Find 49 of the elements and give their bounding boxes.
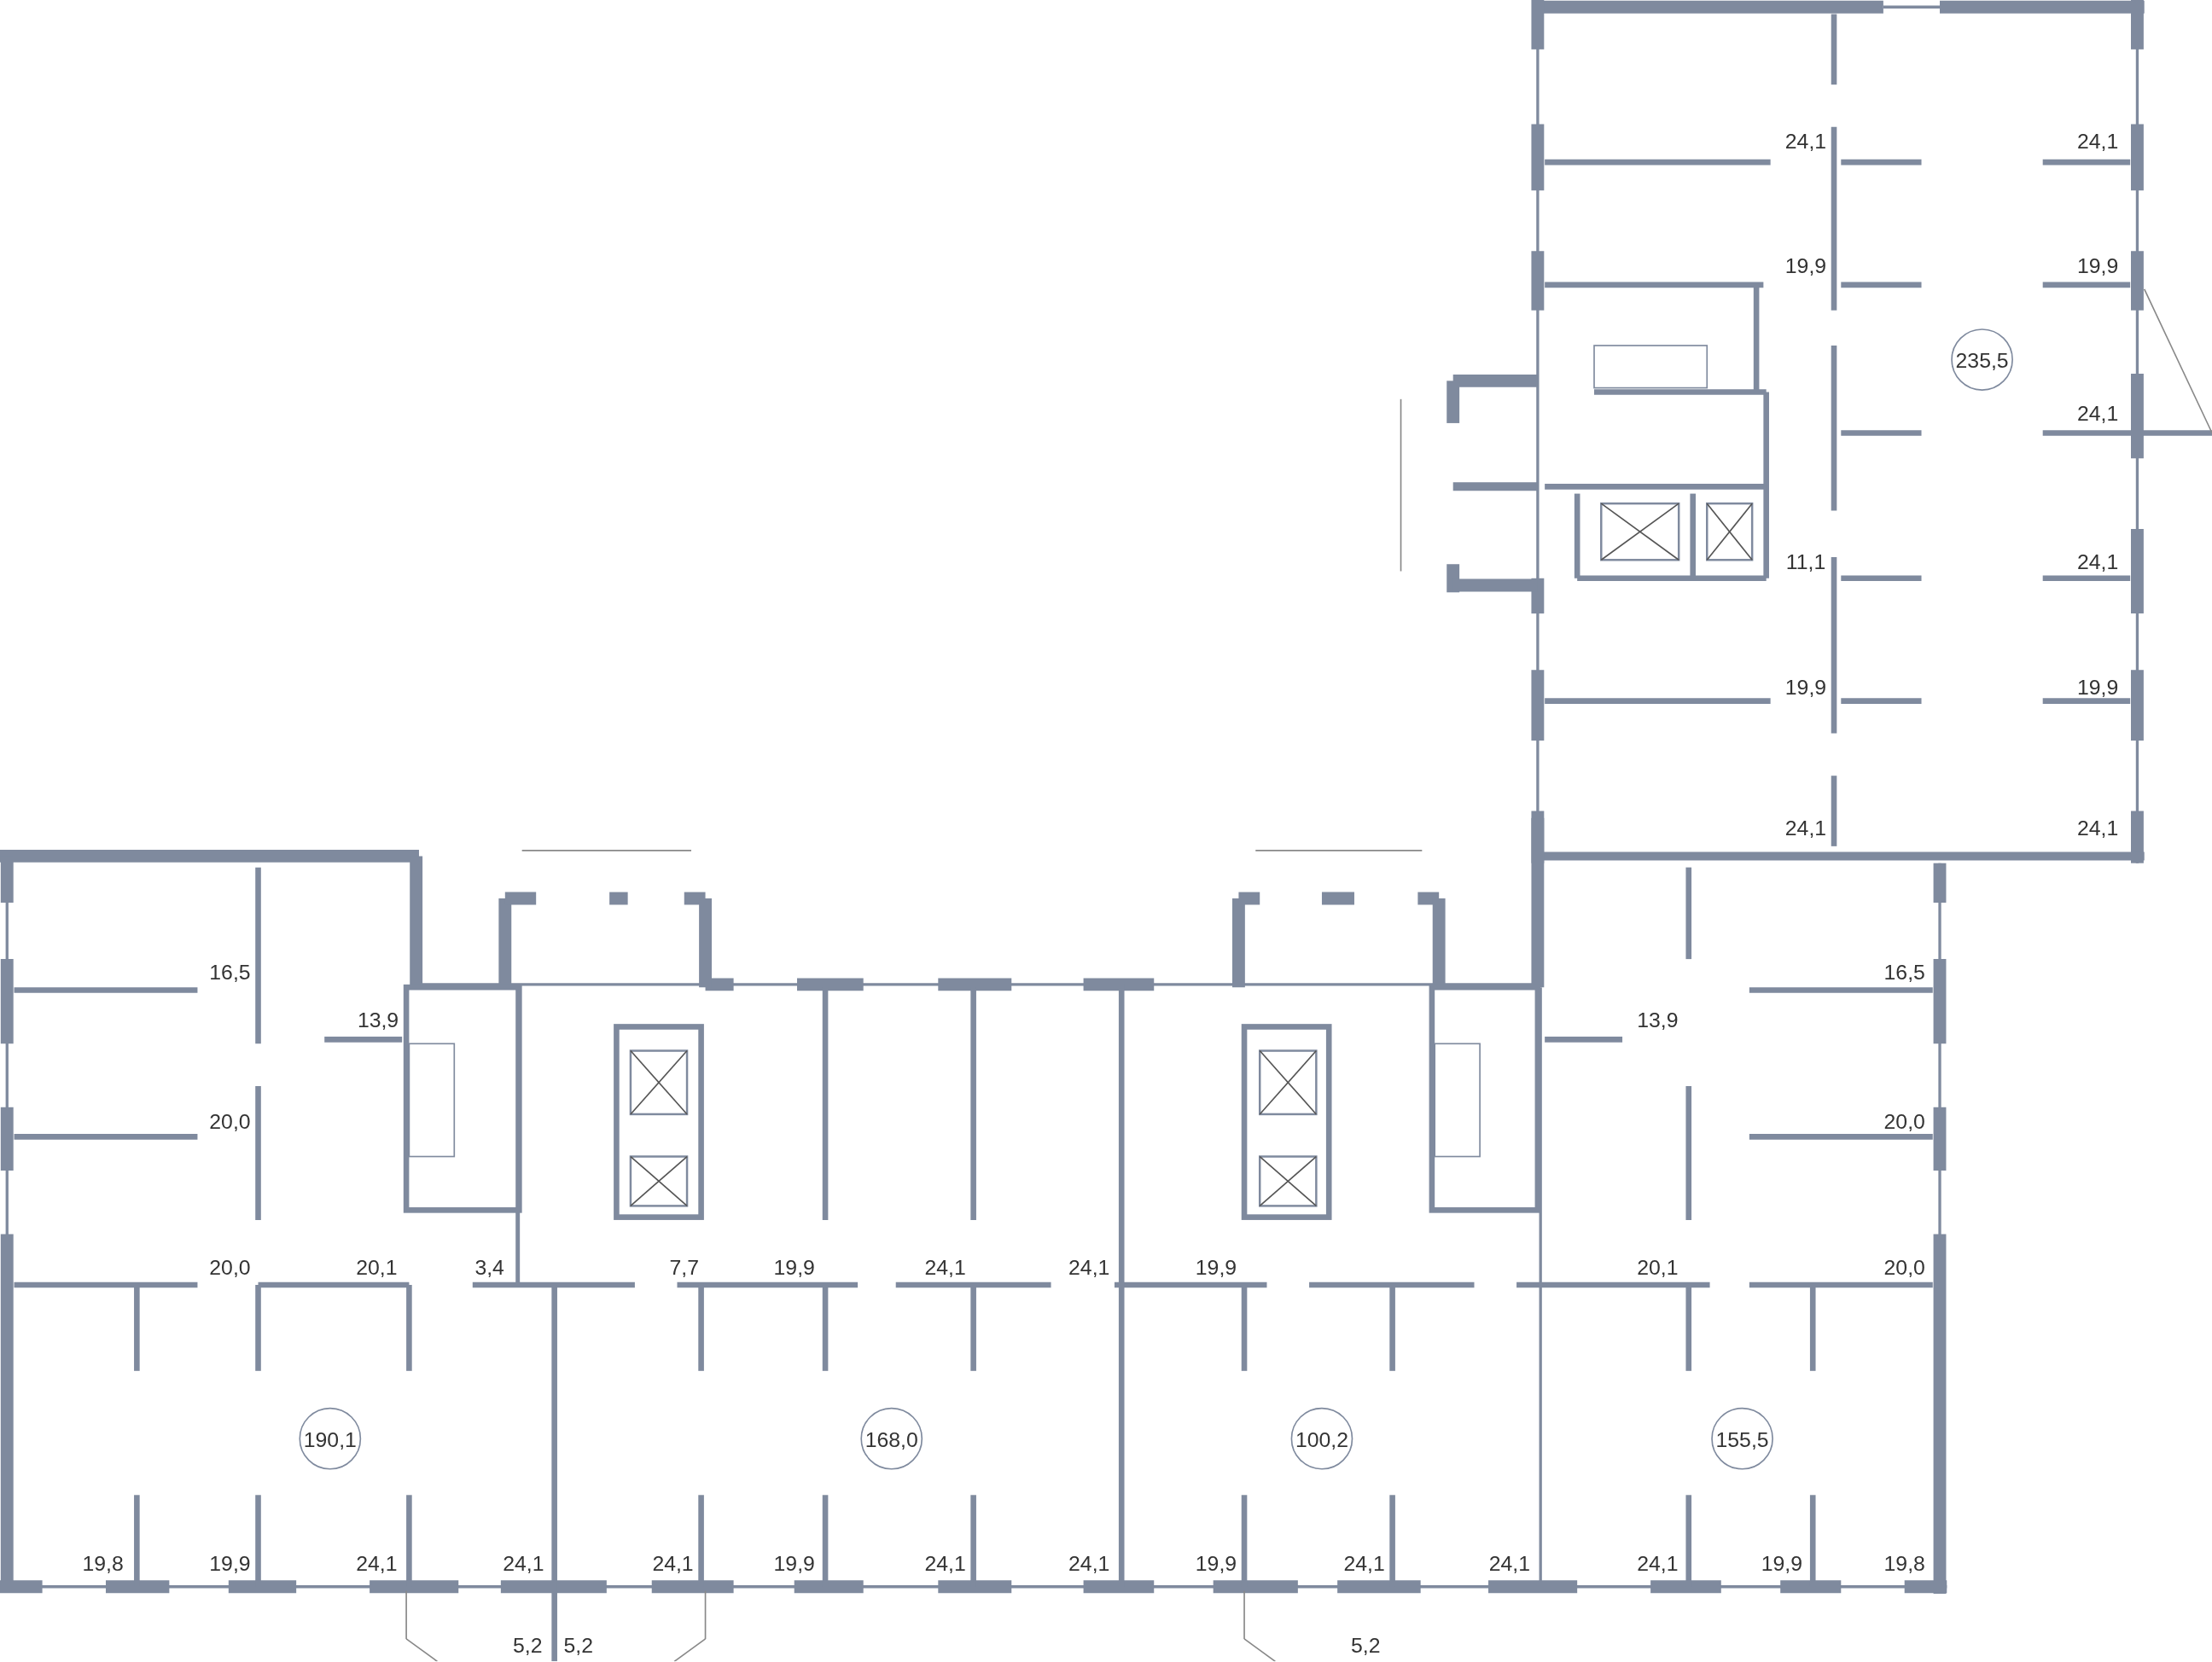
room-area-label: 19,9 — [773, 1552, 815, 1574]
room-area-label: 19,9 — [209, 1552, 251, 1574]
room-area-label: 24,1 — [2077, 402, 2119, 424]
room-area-label: 19,9 — [1195, 1552, 1237, 1574]
room-area-label: 24,1 — [1488, 1552, 1530, 1574]
room-area-label: 16,5 — [209, 961, 251, 983]
room-area-label: 24,1 — [356, 1552, 398, 1574]
room-area-label: 24,1 — [1068, 1256, 1110, 1277]
room-area-label: 20,1 — [356, 1256, 398, 1277]
room-area-label: 3,4 — [474, 1256, 504, 1277]
room-area-label: 19,9 — [1761, 1552, 1802, 1574]
room-area-label: 24,1 — [924, 1256, 966, 1277]
room-area-label: 24,1 — [1784, 130, 1827, 152]
room-area-label: 19,8 — [82, 1552, 124, 1574]
area-circle: 100,2 — [1290, 1407, 1353, 1470]
room-area-label: 19,9 — [1784, 676, 1827, 698]
room-area-label: 24,1 — [2077, 130, 2119, 152]
room-area-label: 20,0 — [209, 1110, 251, 1132]
room-area-label: 5,2 — [563, 1634, 593, 1655]
room-area-label: 5,2 — [1350, 1634, 1381, 1655]
room-area-label: 24,1 — [2077, 816, 2119, 839]
area-circle: 235,5 — [1951, 328, 2013, 391]
room-area-label: 13,9 — [1637, 1008, 1679, 1031]
room-area-label: 20,0 — [1883, 1110, 1925, 1132]
room-area-label: 19,9 — [773, 1256, 815, 1277]
room-area-label: 13,9 — [357, 1008, 399, 1031]
room-area-label: 24,1 — [1637, 1552, 1679, 1574]
room-area-label: 19,9 — [2077, 676, 2119, 698]
area-circle: 168,0 — [860, 1407, 923, 1470]
room-area-label: 11,1 — [1785, 550, 1826, 572]
room-area-label: 19,9 — [1195, 1256, 1237, 1277]
room-area-label: 24,1 — [652, 1552, 694, 1574]
room-area-label: 7,7 — [669, 1256, 699, 1277]
room-area-label: 24,1 — [924, 1552, 966, 1574]
room-area-label: 19,9 — [1784, 254, 1827, 276]
room-area-label: 16,5 — [1883, 961, 1925, 983]
area-circle: 190,1 — [299, 1407, 362, 1470]
room-area-label: 24,1 — [2077, 550, 2119, 572]
room-area-label: 19,8 — [1883, 1552, 1925, 1574]
room-area-label: 5,2 — [513, 1634, 543, 1655]
room-area-label: 20,1 — [1637, 1256, 1679, 1277]
room-area-label: 19,9 — [2077, 254, 2119, 276]
room-area-label: 24,1 — [503, 1552, 544, 1574]
room-area-label: 20,0 — [209, 1256, 251, 1277]
room-area-label: 20,0 — [1883, 1256, 1925, 1277]
room-area-label: 24,1 — [1784, 816, 1827, 839]
area-circle: 155,5 — [1711, 1407, 1773, 1470]
room-area-label: 24,1 — [1068, 1552, 1110, 1574]
room-area-label: 24,1 — [1343, 1552, 1385, 1574]
